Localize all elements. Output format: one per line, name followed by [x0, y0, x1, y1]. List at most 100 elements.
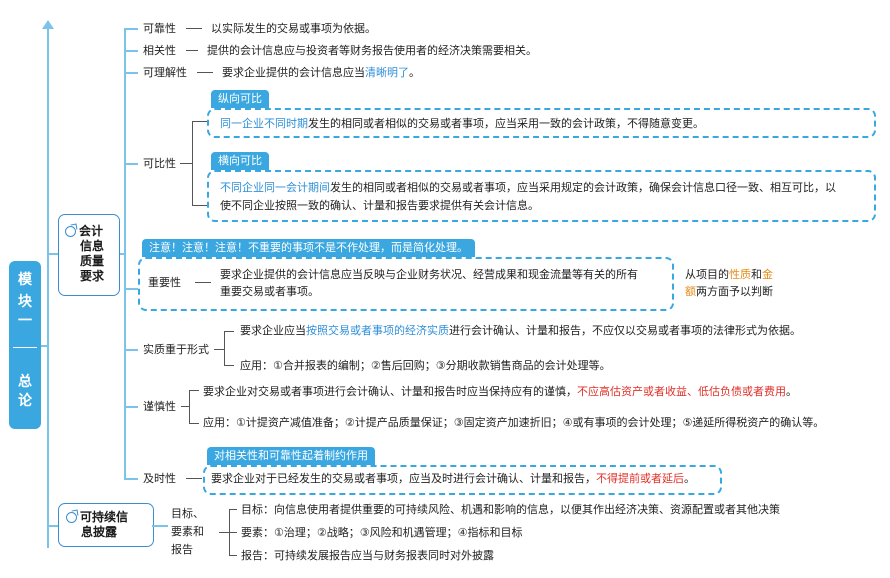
tag-horizontal-comparability: 横向可比	[211, 152, 269, 170]
dash-connector	[186, 50, 198, 51]
text-horizontal-comparability-1: 不同企业同一会计期间发生的相同或者相似的交易或者事项，应当采用规定的会计政策，确…	[220, 180, 836, 195]
text-highlight: 性质	[729, 268, 751, 281]
box-materiality	[138, 257, 674, 311]
text-materiality-1: 要求企业提供的会计信息应当反映与企业财务状况、经营成果和现金流量等有关的所有	[220, 268, 638, 281]
text-part: 和	[751, 268, 762, 281]
text-prudence-apply: 应用：①计提资产减值准备；②计提产品质量保证；③固定资产加速折旧；④或有事项的会…	[203, 416, 825, 429]
label-substance: 实质重于形式	[143, 343, 209, 356]
arrow-up-icon	[42, 20, 54, 29]
compass-icon	[66, 512, 77, 523]
text-timeliness: 要求企业对于已经发生的交易或者事项，应当及时进行会计确认、计量和报告，不得提前或…	[211, 471, 695, 486]
box-timeliness	[203, 465, 722, 495]
conn-reliability	[124, 28, 138, 30]
text-highlight: 不应高估资产或者收益、低估负债或者费用	[577, 385, 786, 398]
text-relevance: 提供的会计信息应与投资者等财务报告使用者的经济决策需要相关。	[207, 44, 537, 57]
text-disclosure-report: 报告：可持续发展报告应当与财务报表同时对外披露	[241, 549, 494, 562]
box-vertical-comparability	[207, 108, 876, 138]
connector-node2	[48, 525, 58, 527]
module-char: 一	[18, 313, 32, 329]
connector-node1	[48, 253, 58, 255]
text-substance-apply: 应用：①合并报表的编制；②售后回购；③分期收款销售商品的会计处理等。	[240, 359, 611, 372]
text-highlight: 不同企业同一会计期间	[220, 181, 330, 194]
label-understandability: 可理解性	[143, 66, 187, 79]
connector-module	[41, 345, 48, 347]
text-materiality-side-1: 从项目的性质和金	[685, 267, 773, 282]
text-part: 从项目的	[685, 268, 729, 281]
bracket-comparability	[192, 121, 193, 205]
node-text: 息披露	[81, 525, 118, 539]
text-part: 要求企业提供的会计信息应当	[222, 66, 365, 79]
text-materiality-2: 重要交易或者事项。	[220, 285, 319, 298]
bracket-arm	[229, 509, 237, 510]
label-reliability: 可靠性	[143, 22, 176, 35]
connector-quality	[118, 253, 125, 255]
dash-connector	[186, 478, 202, 479]
tag-vertical-comparability: 纵向可比	[211, 90, 269, 108]
dash-connector	[197, 72, 213, 73]
module-char: 论	[18, 393, 32, 409]
bracket-tip	[181, 406, 189, 407]
conn-materiality	[124, 288, 138, 290]
conn-comparability	[124, 163, 138, 165]
conn-substance	[124, 349, 138, 351]
bracket-tip	[219, 532, 229, 533]
label-materiality: 重要性	[148, 276, 181, 289]
node-sustainability-disclosure: 可持续信 息披露	[58, 503, 154, 547]
text-highlight: 按照交易或者事项的经济实质	[306, 324, 449, 337]
bracket-arm	[224, 331, 234, 332]
label-comparability: 可比性	[143, 157, 176, 170]
bracket-tip	[214, 349, 224, 350]
conn-understandability	[124, 72, 138, 74]
bracket-prudence	[189, 390, 190, 423]
label-disclosure-cat-3: 报告	[171, 543, 193, 556]
text-part: 。	[786, 385, 797, 398]
label-timeliness: 及时性	[143, 472, 176, 485]
module-divider	[13, 347, 37, 348]
conn-prudence	[124, 406, 138, 408]
text-part: 进行会计确认、计量和报告，不应仅以交易或者事项的法律形式为依据。	[449, 324, 801, 337]
conn-timeliness	[124, 478, 138, 480]
bracket-arm	[224, 365, 234, 366]
bracket-arm	[189, 390, 199, 391]
text-understandability: 要求企业提供的会计信息应当清晰明了。	[222, 65, 420, 80]
conn-relevance	[124, 50, 138, 52]
text-part: 发生的相同或者相似的交易或者事项，应当采用一致的会计政策，不得随意变更。	[308, 117, 704, 130]
dash-connector	[186, 28, 202, 29]
text-part: 发生的相同或者相似的交易或者事项，应当采用规定的会计政策，确保会计信息口径一致、…	[330, 181, 836, 194]
node-text: 可持续信	[80, 510, 129, 524]
trunk-line	[47, 28, 49, 548]
bracket-arm	[189, 423, 199, 424]
node-text: 要求	[80, 269, 105, 283]
tag-materiality-note: 注意！注意！注意！不重要的事项不是不作处理，而是简化处理。	[142, 239, 475, 257]
bracket-arm	[229, 555, 237, 556]
text-disclosure-elements: 要素：①治理；②战略；③风险和机遇管理；④指标和目标	[241, 526, 523, 539]
node-text: 信息	[80, 239, 105, 253]
node-accounting-info-quality: 会计 信息 质量 要求	[58, 214, 120, 296]
node-text: 会计	[79, 224, 104, 238]
text-part: 要求企业应当	[240, 324, 306, 337]
label-disclosure-cat-2: 要素和	[171, 525, 204, 538]
text-highlight: 额	[685, 285, 696, 298]
branch-trunk-quality	[124, 28, 126, 480]
label-relevance: 相关性	[143, 44, 176, 57]
text-vertical-comparability: 同一企业不同时期发生的相同或者相似的交易或者事项，应当采用一致的会计政策，不得随…	[220, 116, 704, 131]
box-horizontal-comparability	[207, 170, 876, 222]
module-char: 块	[18, 294, 32, 310]
module-bar: 模 块 一 总 论	[9, 261, 41, 429]
text-highlight: 金	[762, 268, 773, 281]
text-highlight: 同一企业不同时期	[220, 117, 308, 130]
bracket-arm	[192, 121, 208, 122]
bracket-arm	[192, 205, 208, 206]
dash-connector	[195, 282, 211, 283]
text-prudence: 要求企业对交易或者事项进行会计确认、计量和报告时应当保持应有的谨慎，不应高估资产…	[203, 384, 797, 399]
tag-timeliness-note: 对相关性和可靠性起着制约作用	[207, 447, 375, 465]
text-substance: 要求企业应当按照交易或者事项的经济实质进行会计确认、计量和报告，不应仅以交易或者…	[240, 323, 801, 338]
text-part: 。	[684, 472, 695, 485]
text-part: 要求企业对交易或者事项进行会计确认、计量和报告时应当保持应有的谨慎，	[203, 385, 577, 398]
bracket-tip	[180, 163, 192, 164]
label-disclosure-cat-1: 目标、	[171, 507, 204, 520]
text-highlight: 不得提前或者延后	[596, 472, 684, 485]
bracket-arm	[229, 532, 237, 533]
text-horizontal-comparability-2: 使不同企业按照一致的确认、计量和报告要求提供有关会计信息。	[220, 199, 539, 212]
node-text: 质量	[80, 254, 105, 268]
